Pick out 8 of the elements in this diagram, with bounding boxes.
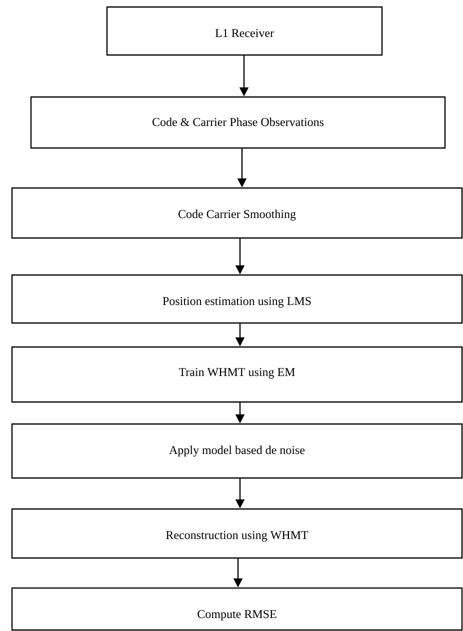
process-box: Apply model based de noise [11, 423, 463, 479]
process-box: Train WHMT using EM [11, 346, 463, 403]
process-box: L1 Receiver [106, 6, 383, 56]
process-box: Compute RMSE [11, 587, 463, 631]
process-box: Code Carrier Smoothing [11, 187, 463, 239]
process-box: Reconstruction using WHMT [11, 508, 463, 559]
process-box: Position estimation using LMS [11, 274, 463, 324]
process-box: Code & Carrier Phase Observations [30, 96, 446, 149]
